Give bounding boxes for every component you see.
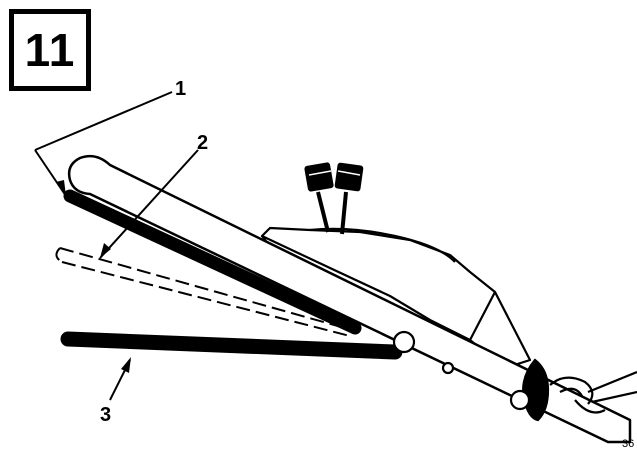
arrowhead-1 (56, 180, 66, 196)
arrowhead-2 (100, 243, 111, 258)
main-bar (67, 154, 632, 444)
step-number-box: 11 (9, 9, 91, 91)
clamp-assembly (509, 358, 637, 422)
handle-position-1 (63, 189, 362, 335)
handle-position-2-dashed (55, 247, 353, 337)
callout-label-2: 2 (197, 132, 209, 154)
callout-label-3: 3 (100, 404, 112, 426)
leader-arrowheads (56, 180, 131, 373)
arrowhead-3 (121, 357, 131, 373)
control-levers (304, 162, 364, 235)
figure-number: 36 (622, 438, 635, 450)
leader-1a (34, 91, 173, 151)
callout-label-1: 1 (175, 78, 187, 100)
step-number: 11 (24, 24, 76, 76)
bar-holes (392, 330, 455, 375)
leader-2 (99, 149, 199, 259)
handle-position-3 (60, 331, 403, 360)
